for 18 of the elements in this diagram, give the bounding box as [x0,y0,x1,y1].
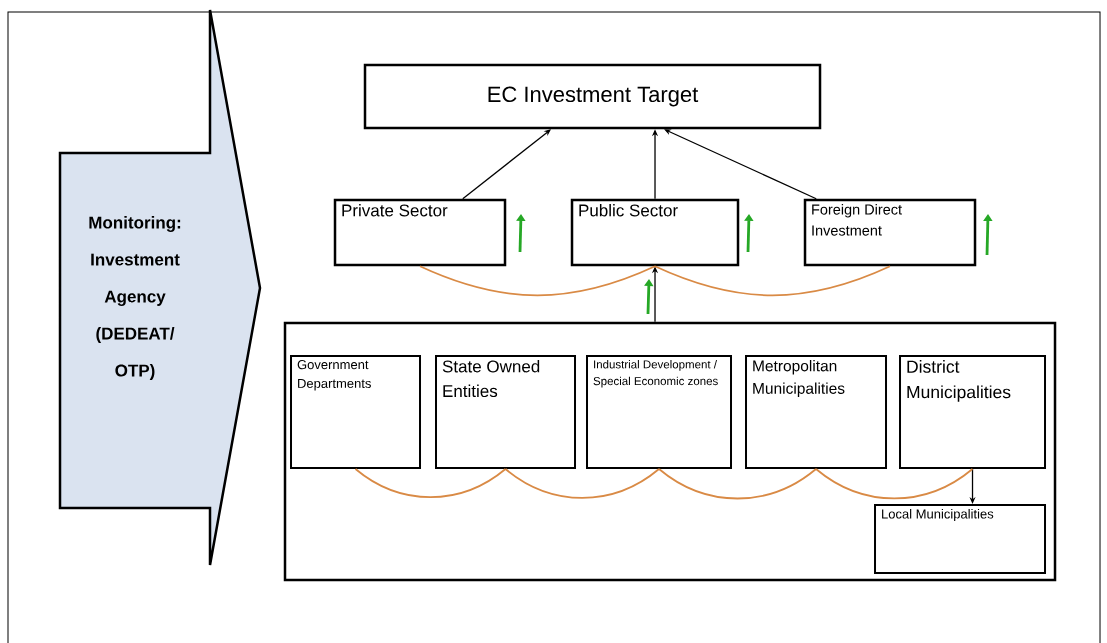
entity-box: Local Municipalities [874,504,1046,574]
sector-box: Public Sector [570,198,740,267]
sector-box: Private Sector [333,198,507,267]
entity-box: Industrial Development / Special Economic zones [586,355,732,469]
wavy-line [504,468,660,499]
entity-box: State Owned Entities [435,355,576,469]
wavy-line [354,468,507,499]
entity-box: Government Departments [290,355,421,469]
wavy-line [815,468,974,500]
sector-box: Foreign Direct Investment [803,198,977,267]
target-box: EC Investment Target [363,63,822,130]
container-box [283,321,1057,582]
wavy-line [419,265,656,297]
wavy-line [654,265,891,297]
arrow [664,129,817,200]
wavy-line [658,468,817,500]
entity-box: District Municipalities [899,355,1046,469]
entity-box: Metropolitan Municipalities [745,355,887,469]
